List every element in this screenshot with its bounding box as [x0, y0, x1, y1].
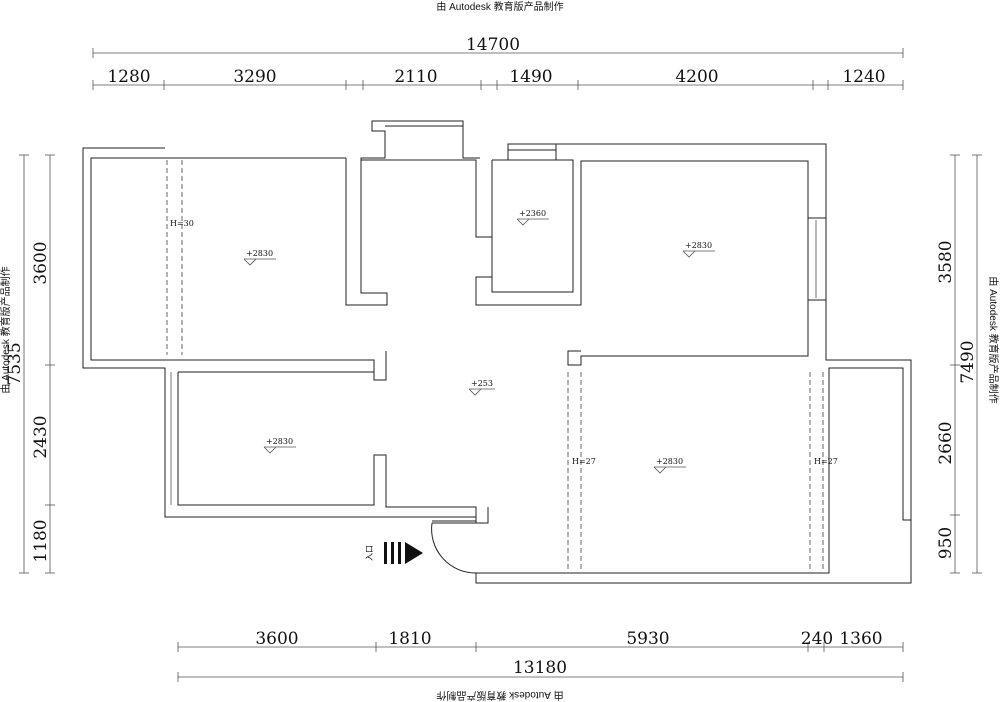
- right-total-label: 7490: [958, 340, 978, 383]
- bottom-dimension-segments: 3600 1810 5930 240 1360: [177, 629, 904, 652]
- top-total-label: 14700: [466, 35, 520, 55]
- top-seg-6: 1240: [842, 67, 885, 87]
- bottom-seg-2: 1810: [388, 629, 431, 649]
- east-room-bottom: [567, 300, 809, 366]
- top-dimension-total: 14700: [92, 35, 904, 58]
- bay-top-outer: [345, 120, 480, 306]
- left-total-label: 7535: [5, 342, 25, 385]
- bottom-total-label: 13180: [513, 658, 567, 678]
- top-seg-1: 1280: [107, 67, 150, 87]
- left-dimension-total: 7535: [5, 154, 29, 574]
- watermark-top: 由 Autodesk 教育版产品制作: [436, 0, 563, 13]
- bottom-seg-3: 5930: [626, 629, 669, 649]
- bottom-seg-1: 3600: [255, 629, 298, 649]
- walls: [82, 120, 912, 584]
- east-wall: [807, 218, 827, 301]
- entrance-wall: [432, 507, 489, 524]
- top-seg-2: 3290: [233, 67, 276, 87]
- svg-text:+2830: +2830: [685, 241, 712, 250]
- svg-text:+2830: +2830: [266, 437, 293, 446]
- top-dimension-segments: 1280 3290 2110 1490 4200 1240: [92, 67, 904, 90]
- svg-text:+2360: +2360: [519, 209, 546, 218]
- top-seg-5: 4200: [675, 67, 718, 87]
- left-seg-1: 3600: [31, 241, 51, 284]
- watermark-bottom: 由 Autodesk 教育版产品制作: [436, 689, 563, 702]
- left-seg-2: 2430: [31, 415, 51, 458]
- entrance-door: [431, 520, 477, 574]
- watermark-right: 由 Autodesk 教育版产品制作: [987, 276, 1000, 403]
- svg-text:+2830: +2830: [656, 457, 683, 466]
- sw-room-inner: [177, 372, 477, 517]
- right-dimension-total: 7490: [958, 154, 982, 574]
- level-marker-bedroom-ne: +2830: [682, 241, 715, 258]
- east-annex: [475, 300, 912, 584]
- bottom-seg-4: 240: [801, 629, 833, 649]
- sw-room: [178, 371, 386, 381]
- balcony-height-living-right: H=27: [814, 457, 838, 466]
- bay-top-inner: [360, 158, 493, 238]
- inner-wall-nw: [90, 157, 387, 381]
- svg-text:+253: +253: [471, 379, 493, 388]
- right-seg-1: 3580: [936, 240, 956, 283]
- svg-text:+2830: +2830: [246, 249, 273, 258]
- level-marker-bedroom-nw: +2830: [243, 249, 276, 266]
- level-marker-bedroom-sw: +2830: [263, 437, 296, 454]
- entrance-label: 入口: [365, 545, 374, 561]
- bottom-dimension-total: 13180: [177, 658, 904, 682]
- level-marker-living: +2830: [653, 457, 686, 474]
- level-marker-hall: +253: [468, 379, 495, 396]
- outer-wall-nw: [82, 147, 477, 523]
- left-dimension-segments: 3600 2430 1180: [31, 154, 55, 574]
- bottom-seg-5: 1360: [839, 629, 882, 649]
- top-seg-4: 1490: [509, 67, 552, 87]
- entrance-arrow-icon: [384, 542, 423, 564]
- right-dimension-segments: 3580 2660 950: [936, 154, 960, 574]
- balcony-height-nw: H=30: [170, 219, 194, 228]
- balcony-height-living-left: H=27: [572, 457, 596, 466]
- balcony-dash-lines: [166, 160, 824, 570]
- level-marker-kitchen: +2360: [516, 209, 549, 226]
- kitchen-wall: [475, 143, 827, 306]
- left-seg-3: 1180: [31, 519, 51, 562]
- watermark-left: 由 Autodesk 教育版产品制作: [0, 266, 12, 393]
- top-seg-3: 2110: [394, 67, 437, 87]
- right-seg-2: 2660: [936, 421, 956, 464]
- right-seg-3: 950: [936, 527, 956, 559]
